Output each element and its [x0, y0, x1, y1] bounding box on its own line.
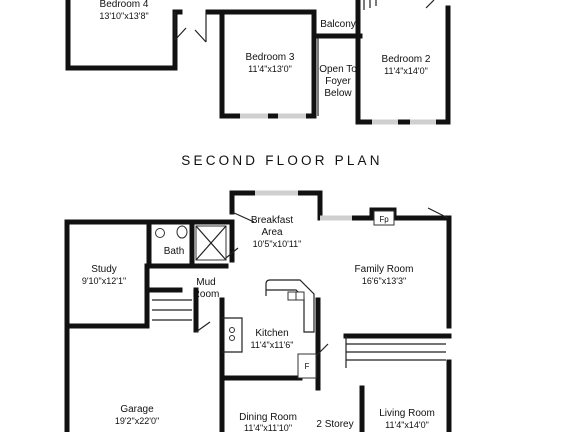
bedroom-4: Bedroom 4 13'10"x13'8" [65, 0, 225, 71]
balcony-label: Balcony [320, 19, 356, 30]
bedroom-2-dims: 11'4"x14'0" [384, 66, 428, 76]
breakfast-name-line-1: Breakfast [251, 215, 293, 226]
open-to-foyer-line-3: Below [324, 88, 352, 99]
study-dims: 9'10"x12'1" [82, 276, 126, 286]
family-room-dims: 16'6"x13'3" [362, 276, 406, 286]
bedroom-4-dims: 13'10"x13'8" [99, 11, 148, 21]
second-floor-plan: Bedroom 4 13'10"x13'8" Bedroom 3 11'4"x1… [65, 0, 451, 125]
study-name: Study [91, 264, 117, 275]
breakfast-dims: 10'5"x10'11" [253, 239, 302, 249]
bedroom-3: Bedroom 3 11'4"x13'0" [219, 9, 317, 119]
bedroom-2-name: Bedroom 2 [382, 54, 431, 65]
fireplace: Fp [373, 210, 395, 226]
fireplace-label: Fp [379, 215, 389, 224]
garage-name: Garage [120, 404, 154, 415]
open-to-foyer-line-2: Foyer [325, 76, 351, 87]
mud-room-line-2: Room [193, 289, 220, 300]
fridge-label: F [305, 362, 310, 371]
dining-room-name: Dining Room [239, 412, 297, 423]
bedroom-3-dims: 11'4"x13'0" [248, 64, 292, 74]
bedroom-4-name: Bedroom 4 [100, 0, 149, 10]
living-room-dims: 11'4"x14'0" [385, 420, 429, 430]
living-room: Living Room 11'4"x14'0" [379, 408, 435, 430]
garage-dims: 19'2"x22'0" [115, 416, 159, 426]
mud-room-line-1: Mud [196, 277, 215, 288]
breakfast-name-line-2: Area [261, 227, 283, 238]
garage: Garage 19'2"x22'0" [115, 404, 159, 426]
two-storey-label: 2 Storey [316, 419, 353, 430]
family-room: Family Room 16'6"x13'3" [355, 264, 414, 286]
floor-title: SECOND FLOOR PLAN [181, 153, 382, 168]
breakfast-area: Breakfast Area 10'5"x10'11" [251, 215, 301, 249]
dining-room-dims: 11'4"x11'10" [244, 423, 292, 432]
main-floor-plan: Breakfast Area 10'5"x10'11" Fp Bath Stud… [64, 190, 452, 432]
open-to-foyer-line-1: Open To [319, 64, 357, 75]
kitchen-name: Kitchen [255, 328, 288, 339]
family-room-name: Family Room [355, 264, 414, 275]
bath-label: Bath [164, 246, 185, 257]
mud-room: Mud Room [193, 277, 220, 300]
kitchen-dims: 11'4"x11'6" [250, 340, 293, 350]
bedroom-3-name: Bedroom 3 [246, 52, 295, 63]
kitchen: F Kitchen 11'4"x11'6" [222, 279, 317, 379]
bath: Bath [146, 219, 227, 269]
balcony-area: Balcony Open To Foyer Below [311, 19, 363, 116]
bedroom-2: Bedroom 2 11'4"x14'0" [355, 0, 451, 125]
dining-room: Dining Room 11'4"x11'10" [239, 412, 297, 432]
living-room-name: Living Room [379, 408, 435, 419]
study: Study 9'10"x12'1" [82, 264, 126, 286]
